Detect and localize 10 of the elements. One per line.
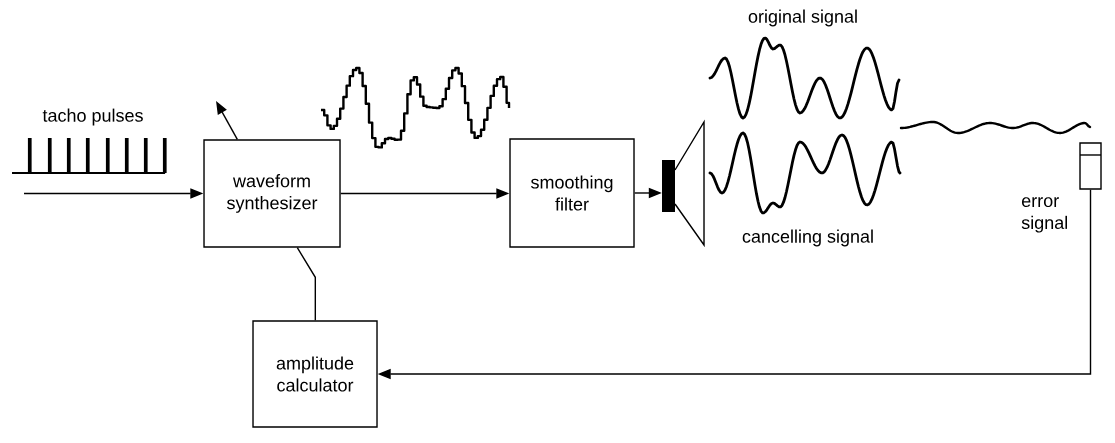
- text-label: cancelling signal: [742, 229, 873, 247]
- process-box: smoothing filter: [509, 138, 635, 248]
- process-box: waveform synthesizer: [203, 139, 341, 248]
- text-label: tacho pulses: [42, 108, 143, 126]
- text-label: original signal: [748, 9, 857, 27]
- microphone: [1079, 142, 1102, 190]
- process-box: amplitude calculator: [252, 320, 378, 428]
- connector-line: [296, 247, 316, 321]
- caption-label: error signal: [1021, 197, 1067, 233]
- loudspeaker: [662, 119, 705, 248]
